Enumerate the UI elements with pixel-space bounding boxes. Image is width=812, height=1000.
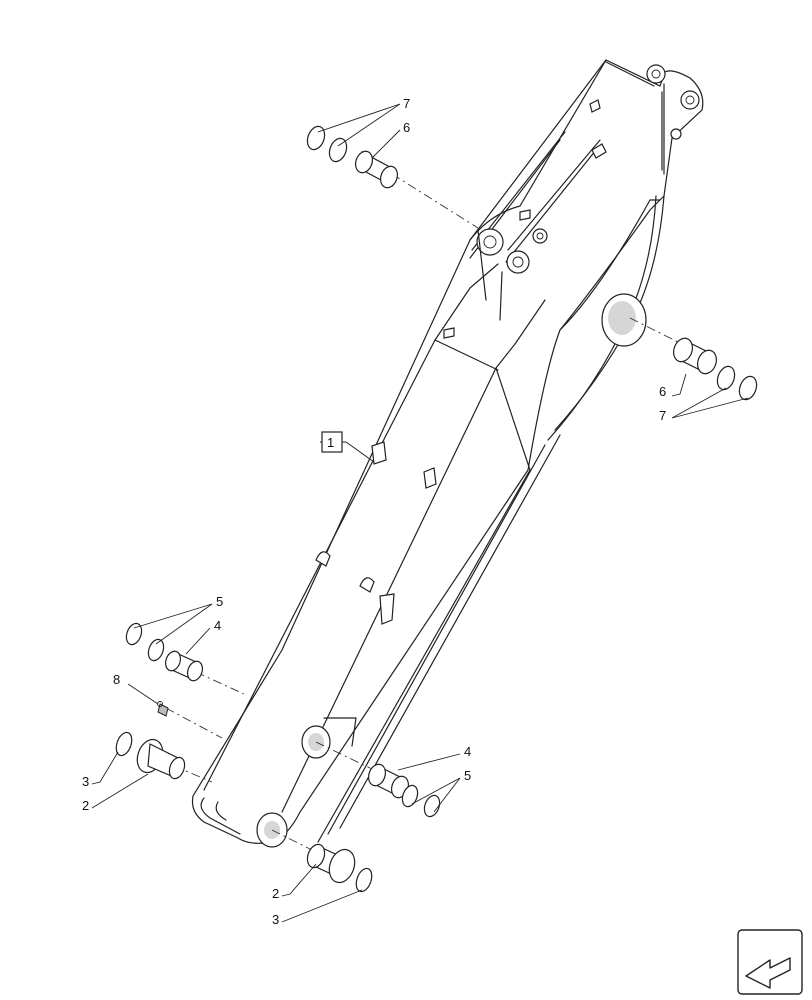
part-3-seal-bottom (355, 867, 373, 893)
part-7-seals-top (306, 125, 348, 163)
callout-6-right: 6 (659, 384, 666, 399)
reference-box-label: 1 (327, 435, 334, 450)
part-4-bushing-right (367, 763, 410, 799)
reference-box-1: 1 (321, 431, 343, 453)
callout-4-right: 4 (464, 744, 471, 759)
callout-3-left: 3 (82, 774, 89, 789)
part-6-bushing-right (672, 337, 718, 375)
callout-3-bottom: 3 (272, 912, 279, 927)
callout-2-bottom: 2 (272, 886, 279, 901)
part-3-seal-left (115, 731, 133, 757)
callout-5-right: 5 (464, 768, 471, 783)
part-5-seals-right (401, 784, 441, 818)
next-page-arrow-icon[interactable] (737, 929, 803, 1000)
boom-body (191, 59, 704, 848)
leader-lines (91, 103, 749, 923)
callout-5-left: 5 (216, 594, 223, 609)
callout-6-top: 6 (403, 120, 410, 135)
part-5-seals-left (125, 622, 165, 662)
callout-labels: 7 6 6 7 5 4 8 3 2 4 5 2 3 (82, 96, 666, 927)
part-8-grease-fitting (157, 701, 169, 717)
callout-8: 8 (113, 672, 120, 687)
part-6-bushing-top (354, 150, 399, 189)
part-2-bushing-bottom (306, 843, 356, 884)
part-7-seals-right (716, 365, 758, 401)
callout-7-right: 7 (659, 408, 666, 423)
callout-2-left: 2 (82, 798, 89, 813)
part-4-bushing-left (164, 650, 204, 682)
part-2-bushing-left (136, 738, 186, 780)
callout-7-top: 7 (403, 96, 410, 111)
callout-4-left: 4 (214, 618, 221, 633)
